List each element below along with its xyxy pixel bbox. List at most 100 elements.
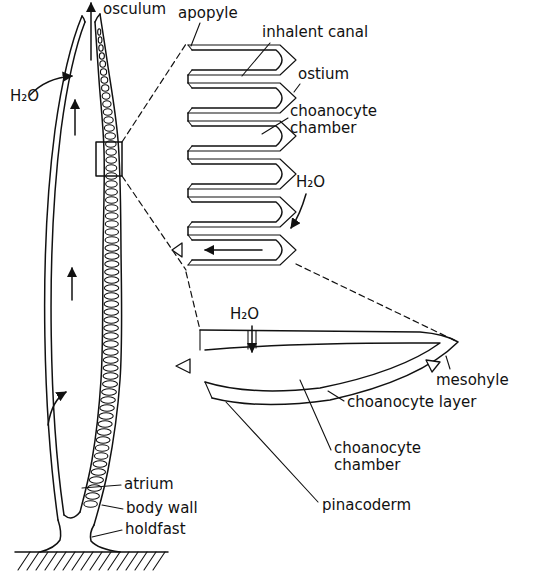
chamber-oval [104, 317, 119, 323]
left-wall-inner [51, 22, 85, 515]
chamber-oval [103, 381, 118, 387]
chamber-oval [106, 165, 117, 171]
chamber-oval [104, 285, 118, 291]
leader-line [242, 43, 270, 76]
chamber-oval [106, 189, 118, 195]
chamber-oval [104, 301, 118, 307]
holdfast [40, 520, 61, 552]
atrium-wall-segment [187, 151, 189, 159]
pinacoderm-wall [188, 45, 296, 75]
chamber-oval [101, 77, 108, 83]
part-label: H₂O [10, 88, 39, 105]
chamber-oval [104, 333, 119, 339]
chamber-oval [106, 157, 117, 163]
chamber-oval [105, 133, 115, 139]
chamber-oval [98, 29, 101, 35]
part-label: mesohyle [436, 372, 509, 389]
atrium-wall-segment [187, 113, 189, 121]
flow-arrow [71, 268, 73, 300]
atrium-wall-segment [187, 227, 189, 235]
apopyle-lip [188, 83, 192, 113]
part-label: osculum [103, 1, 166, 18]
leader-line [294, 84, 300, 92]
chamber-oval [105, 269, 119, 275]
part-label: atrium [124, 476, 174, 493]
atrium-wall-segment [187, 189, 189, 197]
part-label: holdfast [125, 521, 186, 538]
pinacoderm-wall [188, 197, 296, 227]
chamber-oval [105, 229, 118, 235]
ground-hatching [18, 552, 165, 570]
chamber-oval [102, 85, 109, 91]
chamber-oval [102, 389, 117, 395]
wall-tip [95, 14, 100, 22]
choanocyte-chamber-wall [192, 202, 282, 222]
leader-line [102, 505, 123, 509]
pinacoderm-wall [188, 121, 296, 151]
choanocyte-chamber-wall [192, 88, 282, 108]
choanocyte-chamber-wall [192, 240, 282, 260]
leader-line [226, 402, 318, 502]
outflow-arrow [176, 359, 190, 373]
right-body-wall [80, 14, 122, 525]
chamber-oval [104, 125, 114, 131]
chamber-oval [106, 181, 118, 187]
apopyle-lip [188, 235, 192, 265]
chamber-oval [99, 53, 104, 59]
part-label: choanocyte layer [347, 394, 476, 411]
canal-system-inset [188, 45, 296, 265]
flow-arrow [291, 194, 306, 228]
chamber-oval [104, 293, 118, 299]
chamber-oval [106, 149, 116, 155]
part-label: pinacoderm [322, 497, 411, 514]
part-label: H₂O [230, 306, 259, 323]
chamber-oval [100, 69, 106, 75]
chamber-oval [103, 101, 111, 107]
pore-canal [247, 331, 248, 349]
chamber-oval [101, 397, 116, 403]
part-label: choanocyte chamber [334, 440, 434, 473]
gap-line [205, 382, 212, 398]
leader-line [82, 485, 121, 488]
leader-line [446, 356, 450, 369]
inset-frame [96, 142, 122, 176]
chamber-oval [103, 109, 112, 115]
leader-line [191, 23, 200, 46]
flow-arrow [90, 3, 92, 60]
choanocyte-chamber-wall [192, 50, 282, 70]
part-label: choanocyte chamber [290, 103, 390, 136]
chamber-oval [103, 365, 118, 371]
chamber-oval [96, 437, 110, 443]
chamber-oval [99, 413, 113, 419]
chamber-oval [103, 357, 118, 363]
chamber-oval [105, 261, 119, 267]
chamber-oval [93, 461, 107, 467]
right-wall-inner [80, 22, 104, 512]
chamber-oval [105, 253, 119, 259]
ground-line [15, 551, 168, 553]
chamber-oval [105, 205, 117, 211]
chamber-oval [100, 405, 114, 411]
chamber-oval [94, 453, 107, 459]
right-wall-outer [94, 14, 122, 525]
pinacoderm-wall [188, 83, 296, 113]
zoom-line [296, 264, 458, 342]
chamber-oval [105, 277, 119, 283]
inflow-arrow [426, 360, 440, 372]
flow-arrow [74, 100, 76, 135]
hatch-stroke [153, 552, 165, 570]
pinacoderm-wall [188, 159, 296, 189]
apopyle-lip [188, 159, 192, 189]
choanocyte-layer [205, 343, 440, 391]
chamber-oval [103, 373, 118, 379]
wall-tip [82, 16, 85, 22]
chamber-oval [91, 469, 105, 475]
chamber-oval [104, 341, 119, 347]
atrium-base [64, 512, 80, 518]
zoom-line [122, 176, 186, 270]
leader-line [92, 530, 122, 537]
choanocyte-chamber-wall [192, 126, 282, 146]
chamber-oval [102, 93, 110, 99]
